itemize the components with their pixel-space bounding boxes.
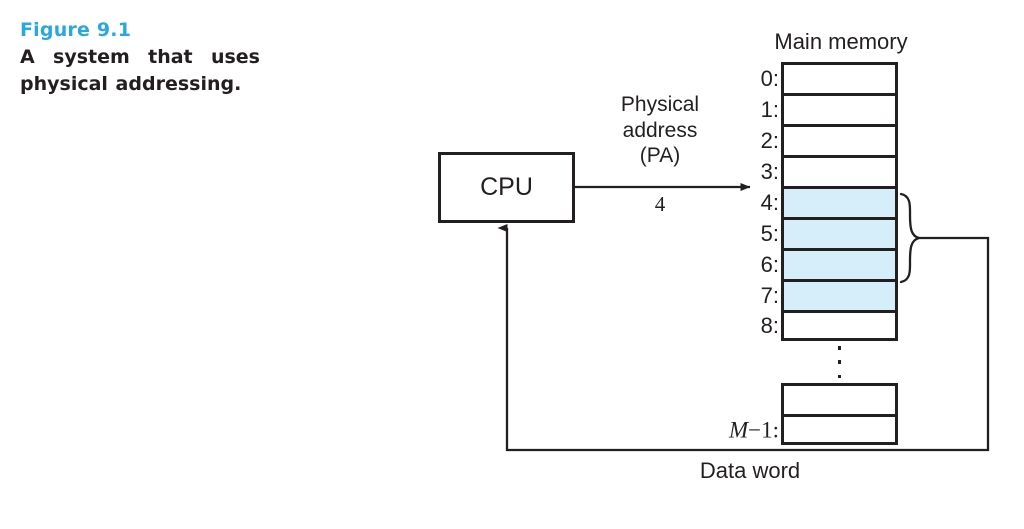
- physical-address-label: Physical address (PA): [585, 92, 735, 169]
- memory-cell-highlighted: 6:: [761, 248, 898, 279]
- memory-cell-label: 2:: [760, 128, 779, 153]
- memory-cell-stack-lower: M−1:: [729, 383, 898, 445]
- memory-cell: M−1:: [729, 414, 898, 445]
- ellipsis-dot: [837, 360, 842, 364]
- memory-cell-label: 4:: [760, 190, 779, 215]
- memory-cell-label: 5:: [760, 221, 779, 246]
- physical-address-value: 4: [654, 192, 666, 216]
- main-memory-title: Main memory: [774, 29, 908, 54]
- cpu-box: CPU: [438, 152, 575, 223]
- memory-ellipsis: [781, 343, 898, 381]
- memory-cell-label: 8:: [760, 312, 779, 338]
- memory-cell-label: 1:: [760, 97, 779, 122]
- data-word-label: Data word: [699, 458, 801, 483]
- memory-cell-label: 3:: [760, 159, 779, 184]
- pa-line-1: Physical: [620, 93, 700, 116]
- memory-cell: 2:: [761, 124, 898, 155]
- memory-cell-highlighted: 4:: [761, 186, 898, 217]
- memory-cell: 3:: [761, 155, 898, 186]
- memory-cell: 1:: [761, 93, 898, 124]
- memory-cell: [781, 383, 898, 414]
- memory-last-index-symbol: M: [728, 417, 749, 442]
- memory-cell-highlighted: 7:: [761, 279, 898, 310]
- memory-cell-label-last: M−1:: [729, 418, 779, 441]
- figure-caption-text: A system that uses physical addressing.: [20, 45, 260, 95]
- cpu-label: CPU: [480, 173, 533, 201]
- memory-cell-highlighted: 5:: [761, 217, 898, 248]
- memory-last-index-suffix: −1:: [748, 417, 779, 442]
- ellipsis-dot: [837, 374, 842, 378]
- memory-cell-label: 0:: [760, 66, 779, 91]
- ellipsis-dot: [837, 346, 842, 350]
- figure-caption-block: Figure 9.1 A system that uses physical a…: [20, 18, 280, 98]
- memory-cell-label: 6:: [760, 252, 779, 277]
- pa-line-3: (PA): [639, 144, 681, 168]
- pa-line-2: address: [622, 118, 698, 142]
- memory-cell-label: 7:: [760, 283, 779, 308]
- memory-cell: 8:: [761, 310, 898, 341]
- memory-block-brace: [899, 192, 920, 284]
- memory-cell-stack-upper: 0: 1: 2: 3: 4: 5: 6: 7: 8:: [761, 62, 898, 341]
- figure-number: Figure 9.1: [20, 19, 132, 41]
- memory-cell: 0:: [761, 62, 898, 93]
